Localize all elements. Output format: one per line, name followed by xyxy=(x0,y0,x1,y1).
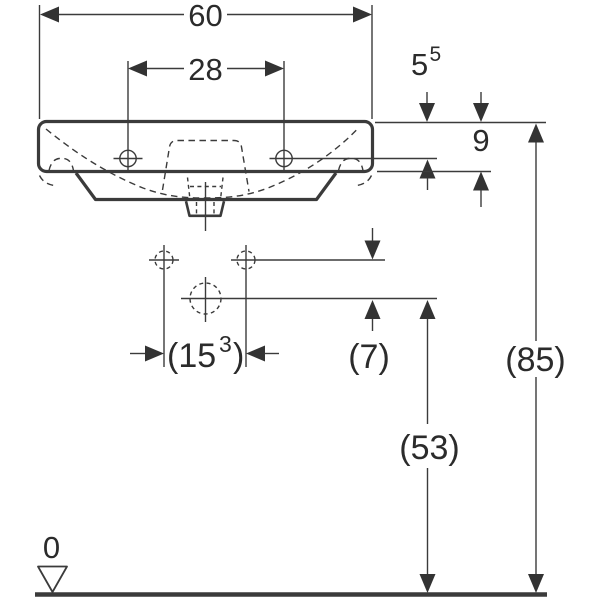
corner-detail-right xyxy=(337,157,364,171)
arrowhead-down-icon xyxy=(419,574,436,593)
arrowhead-up-icon xyxy=(419,300,436,319)
dimension-drain-offset: (7) xyxy=(348,228,390,376)
datum-triangle-icon xyxy=(37,565,68,593)
arrowhead-down-icon xyxy=(364,240,381,260)
arrowhead-left-icon xyxy=(40,6,59,23)
dim-drain-offset-label: (7) xyxy=(348,338,390,376)
dimension-width-total: 60 xyxy=(38,0,373,119)
dim-fixing-spacing-label-close: ) xyxy=(233,337,244,375)
arrowhead-down-icon xyxy=(528,574,544,593)
washbasin-front-view xyxy=(36,119,437,231)
arrowhead-down-icon xyxy=(419,103,435,122)
dim-tap-spacing-label: 28 xyxy=(188,52,222,87)
drain-hidden-edge-left xyxy=(186,177,191,200)
basin-rim-outline xyxy=(36,119,375,174)
underside-hidden-edge-left xyxy=(38,175,56,187)
arrowhead-right-icon xyxy=(265,60,284,77)
arrowhead-left-icon xyxy=(246,345,265,362)
arrowhead-up-icon xyxy=(364,300,381,319)
arrowhead-left-icon xyxy=(128,60,147,77)
dim-fixing-spacing-superscript: 3 xyxy=(219,331,232,357)
installation-holes xyxy=(149,245,437,367)
floor-datum: 0 xyxy=(35,530,547,597)
dim-tap-offset-superscript: 5 xyxy=(430,43,442,66)
dim-tap-offset-label: 5 xyxy=(411,47,428,82)
dimension-trap-height: (53) xyxy=(399,300,460,593)
arrowhead-up-icon xyxy=(419,159,436,179)
underside-hidden-edge-right xyxy=(355,175,373,187)
arrowhead-up-icon xyxy=(473,171,489,191)
drain-hidden-edge-right xyxy=(219,177,224,200)
dim-rim-height-label: (85) xyxy=(505,341,565,379)
dimension-rim-height: (85) xyxy=(505,123,566,593)
arrowhead-right-icon xyxy=(353,6,372,23)
dim-apron-height-label: 9 xyxy=(472,123,489,158)
datum-zero-label: 0 xyxy=(43,530,60,565)
dimension-apron-height: 9 xyxy=(377,92,491,207)
dim-width-label: 60 xyxy=(188,0,222,33)
dim-fixing-spacing-label: (15 xyxy=(167,337,216,375)
dimension-tap-spacing: 28 xyxy=(127,52,285,170)
corner-detail-left xyxy=(48,157,75,171)
arrowhead-down-icon xyxy=(473,103,489,122)
overflow-hidden-edge xyxy=(161,139,250,192)
dim-trap-height-label: (53) xyxy=(399,429,459,467)
dimension-tap-offset: 5 5 xyxy=(375,43,546,190)
arrowhead-right-icon xyxy=(145,345,164,362)
dimension-fixing-spacing: (15 3 ) xyxy=(130,331,279,375)
arrowhead-up-icon xyxy=(528,123,544,143)
